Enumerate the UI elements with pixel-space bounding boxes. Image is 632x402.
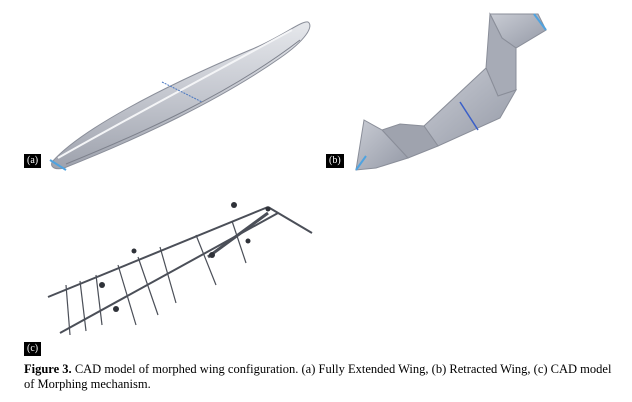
figure-caption-label: Figure 3. [24,362,72,376]
panel-b-label: (b) [326,154,344,168]
morphing-mechanism-image [47,202,313,336]
retracted-wing-image [355,12,547,171]
extended-wing-image [49,21,311,171]
figure-caption-text: CAD model of morphed wing configuration.… [24,362,612,391]
figure-caption: Figure 3. CAD model of morphed wing conf… [24,362,624,392]
panel-c-label: (c) [24,342,42,356]
panel-a-label: (a) [24,154,42,168]
